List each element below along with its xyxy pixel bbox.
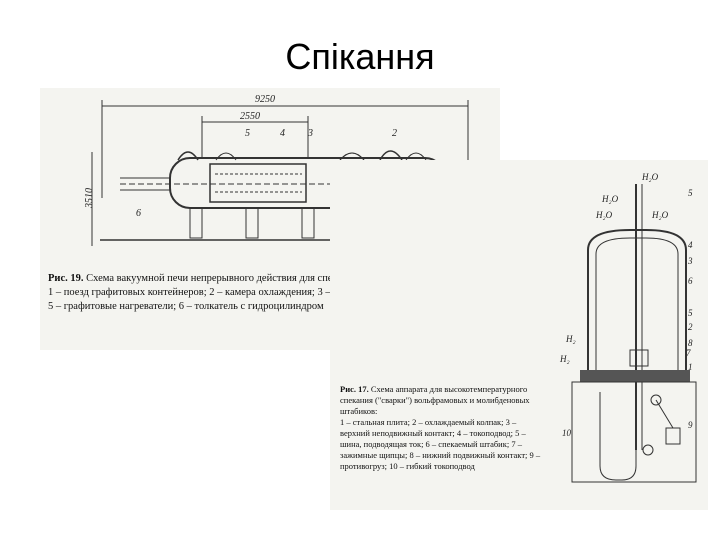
figure2-caption-legend: 1 – стальная плита; 2 – охлаждаемый колп… — [340, 417, 541, 471]
figure1-caption-label: Рис. 19. — [48, 273, 84, 284]
apparatus-diagram: H₂O H₂O H₂O H₂O H₂ H₂ 5 4 3 6 5 2 8 7 1 … — [559, 172, 697, 483]
figure1-caption: Рис. 19. Схема вакуумной печи непрерывно… — [48, 272, 500, 314]
figure2-caption-text: Схема аппарата для высокотемпературного … — [340, 384, 530, 416]
part-label-2: 2 — [688, 322, 693, 332]
figure1-caption-legend: 1 – поезд графитовых контейнеров; 2 – ка… — [48, 287, 498, 312]
part-label-10: 10 — [562, 428, 572, 438]
gas-label-mid-left: H₂ — [565, 334, 576, 344]
part-label-3: 3 — [307, 128, 313, 139]
gas-label-upper-left: H₂O — [601, 194, 619, 204]
part-label-5-top: 5 — [688, 188, 693, 198]
part-label-4: 4 — [688, 240, 693, 250]
dimension-chamber-length: 2550 — [240, 111, 260, 122]
gas-label-top: H₂O — [641, 172, 659, 182]
figure2-caption-label: Рис. 17. — [340, 384, 369, 394]
gas-label-low-left: H₂ — [559, 354, 570, 364]
slide-title: Спікання — [285, 36, 435, 77]
gas-label-upper-right: H₂O — [651, 210, 669, 220]
part-label-3: 3 — [687, 256, 693, 266]
figure1-caption-text: Схема вакуумной печи непрерывного действ… — [86, 273, 476, 284]
part-label-5-mid: 5 — [688, 308, 693, 318]
dimension-height: 3510 — [84, 188, 95, 209]
part-label-1: 1 — [688, 362, 693, 372]
part-label-6: 6 — [688, 276, 693, 286]
apparatus-scan: H₂O H₂O H₂O H₂O H₂ H₂ 5 4 3 6 5 2 8 7 1 … — [330, 160, 708, 510]
part-label-9: 9 — [688, 420, 693, 430]
part-label-5: 5 — [245, 128, 250, 139]
dimension-total-length: 9250 — [255, 94, 275, 105]
part-label-7: 7 — [686, 348, 691, 358]
figure2-caption: Рис. 17. Схема аппарата для высокотемпер… — [340, 384, 545, 472]
part-label-4: 4 — [280, 128, 285, 139]
gas-label-upper-left-2: H₂O — [595, 210, 613, 220]
part-label-8: 8 — [688, 338, 693, 348]
part-label-6: 6 — [136, 208, 141, 219]
part-label-2: 2 — [392, 128, 397, 139]
